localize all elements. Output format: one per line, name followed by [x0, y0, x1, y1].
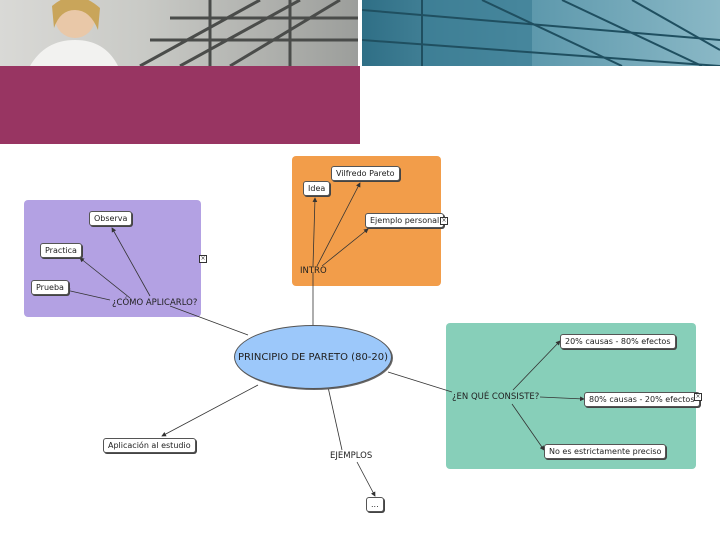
link-consiste-c1	[512, 340, 561, 391]
link-main-consiste	[387, 371, 453, 393]
node-prueba[interactable]: Prueba	[31, 280, 69, 295]
ejemplos-label: EJEMPLOS	[330, 451, 373, 461]
link-aplicar-practica	[79, 257, 131, 299]
node-practica[interactable]: Practica	[40, 243, 82, 258]
node-aplicacion-estudio[interactable]: Aplicación al estudio	[103, 438, 196, 453]
link-main-estudio	[161, 384, 259, 437]
photo-woman-glass-building	[30, 0, 358, 66]
main-concept-label: PRINCIPIO DE PARETO (80-20)	[237, 351, 389, 363]
title-color-block	[0, 66, 360, 144]
link-intro-vilfredo	[316, 182, 361, 267]
node-observa[interactable]: Observa	[89, 211, 133, 226]
aplicar-label: ¿CÓMO APLICARLO?	[112, 298, 198, 308]
link-intro-idea	[312, 197, 318, 267]
link-aplicar-prueba	[65, 288, 111, 301]
link-aplicar-observa	[111, 227, 151, 297]
link-consiste-c3	[511, 403, 545, 451]
node-vilfredo-pareto[interactable]: Vilfredo Pareto	[331, 166, 400, 181]
header-photo-right	[362, 0, 720, 66]
link-main-aplicar	[169, 305, 249, 336]
header-photo-left	[0, 0, 358, 66]
link-ejemplos-more	[356, 461, 376, 497]
node-no-es-preciso[interactable]: No es estrictamente preciso	[544, 444, 667, 459]
expand-icon[interactable]: ×	[694, 393, 702, 401]
expand-icon[interactable]: ×	[440, 217, 448, 225]
node-80-causas[interactable]: 80% causas - 20% efectos	[584, 392, 700, 407]
node-ejemplos-more[interactable]: ...	[366, 497, 384, 512]
intro-label: INTRO	[300, 266, 327, 276]
main-concept-node[interactable]: PRINCIPIO DE PARETO (80-20)	[234, 325, 392, 389]
link-consiste-c2	[539, 396, 585, 402]
node-idea[interactable]: Idea	[303, 181, 331, 196]
node-ejemplo-personal[interactable]: Ejemplo personal	[365, 213, 445, 228]
link-main-ejemplos	[327, 386, 343, 451]
consiste-label: ¿EN QUÉ CONSISTE?	[452, 392, 540, 402]
expand-icon[interactable]: ×	[199, 255, 207, 263]
node-20-causas[interactable]: 20% causas - 80% efectos	[560, 334, 676, 349]
link-intro-ejemplo	[321, 228, 369, 267]
photo-glass-skyscraper	[362, 0, 720, 66]
